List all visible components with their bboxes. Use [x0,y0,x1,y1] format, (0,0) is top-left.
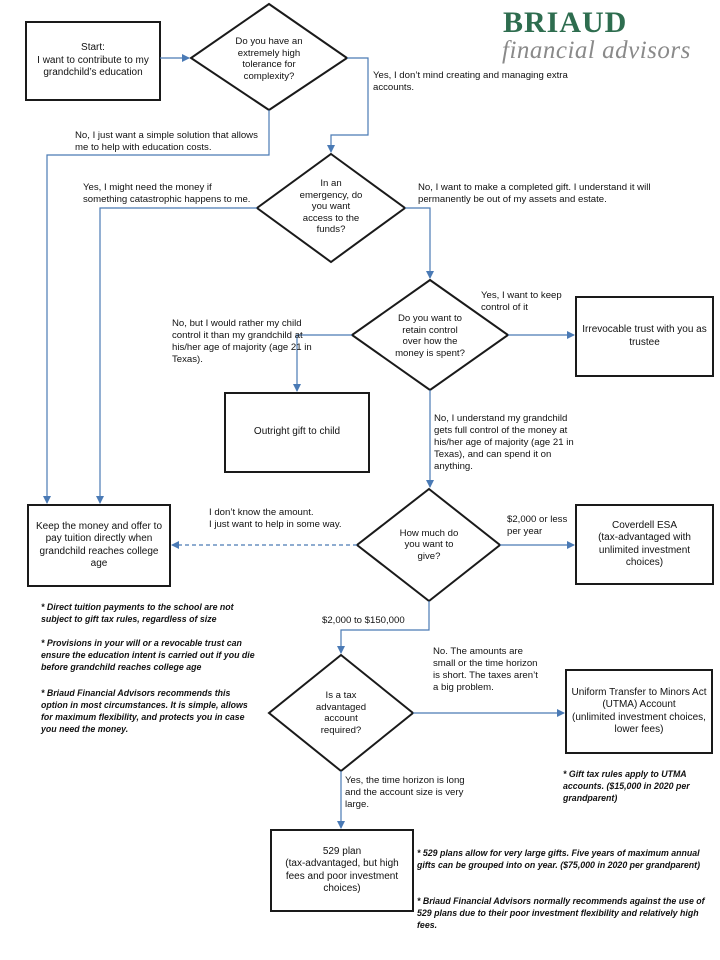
label-yes-complexity: Yes, I don’t mind creating and managing … [373,70,568,93]
keep-money-box [27,504,171,587]
label-no-small-amounts: No. The amounts are small or the time ho… [433,646,538,693]
emergency-text: In an emergency, do you want access to t… [299,178,363,236]
emergency-diamond [255,152,407,264]
irrevocable-trust-box [575,296,714,377]
arrow-emergency-yes [96,207,257,504]
label-yes-catastrophic: Yes, I might need the money if something… [83,182,251,205]
arrow-emergency-no [405,207,434,279]
label-range-amount: $2,000 to $150,000 [322,615,405,626]
plan529-text: 529 plan (tax-advantaged, but high fees … [285,845,399,895]
label-yes-keep-control: Yes, I want to keep control of it [481,290,562,313]
retain-control-text: Do you want to retain control over how t… [395,313,465,359]
note-529-recommend-against: * Briaud Financial Advisors normally rec… [417,896,705,930]
label-no-simple: No, I just want a simple solution that a… [75,130,258,153]
plan529-box [270,829,414,912]
coverdell-box [575,504,714,585]
arrow-amount-range [337,601,430,654]
note-529-large-gifts: * 529 plans allow for very large gifts. … [417,848,701,870]
irrevocable-trust-text: Irrevocable trust with you as trustee [582,324,707,348]
start-box [25,21,161,101]
note-recommends-option: * Briaud Financial Advisors recommends t… [41,688,248,734]
logo-subtitle: financial advisors [502,37,691,64]
tolerance-text: Do you have an extremely high tolerance … [235,36,303,82]
label-no-child-control: No, but I would rather my child control … [172,318,312,365]
start-box-text: Start: I want to contribute to my grandc… [37,42,149,79]
arrow-tolerance-yes [327,57,369,153]
outright-gift-text: Outright gift to child [253,426,341,438]
keep-money-text: Keep the money and offer to pay tuition … [35,520,162,570]
label-yes-long-horizon: Yes, the time horizon is long and the ac… [345,775,465,810]
tax-advantaged-text: Is a tax advantaged account required? [315,690,367,736]
label-no-full-control: No, I understand my grandchild gets full… [434,413,574,472]
arrow-control-no-child [293,334,352,392]
utma-text: Uniform Transfer to Minors Act (UTMA) Ac… [571,686,707,736]
label-two-thousand-or-less: $2,000 or less per year [507,514,568,537]
label-no-completed-gift: No, I want to make a completed gift. I u… [418,182,651,205]
note-utma-gift-tax: * Gift tax rules apply to UTMA accounts.… [563,769,690,803]
outright-gift-box [224,392,370,473]
logo-briaud: BRIAUD [503,6,628,39]
note-direct-tuition: * Direct tuition payments to the school … [41,602,234,624]
utma-box [565,669,713,754]
arrow-tolerance-no [43,110,270,504]
label-dont-know-amount: I don’t know the amount. I just want to … [209,507,342,530]
note-will-provisions: * Provisions in your will or a revocable… [41,638,255,672]
how-much-text: How much do you want to give? [399,527,459,562]
coverdell-text: Coverdell ESA (tax-advantaged with unlim… [598,519,691,569]
